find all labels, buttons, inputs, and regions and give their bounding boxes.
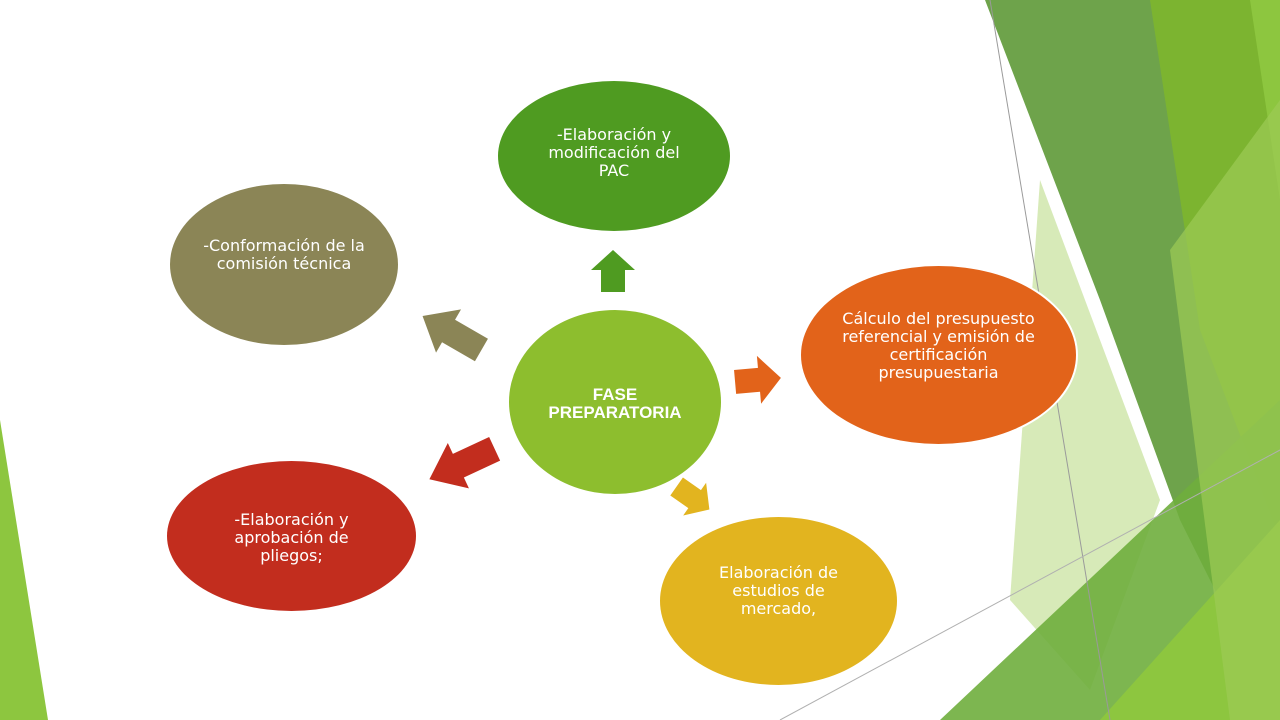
node-pac: -Elaboración y modificación del PAC xyxy=(498,81,730,231)
node-mercado-label: Elaboración de estudios de mercado, xyxy=(719,563,838,618)
node-center: FASE PREPARATORIA xyxy=(509,310,721,494)
node-presupuesto-label: Cálculo del presupuesto referencial y em… xyxy=(842,309,1035,382)
arrow-down-left-icon xyxy=(429,437,501,489)
thin-line-2 xyxy=(779,449,1280,720)
arrow-up-icon xyxy=(591,250,635,292)
center-label: FASE PREPARATORIA xyxy=(548,385,682,422)
node-mercado: Elaboración de estudios de mercado, xyxy=(660,517,897,685)
arrow-up-left-icon xyxy=(422,309,488,362)
node-presupuesto: Cálculo del presupuesto referencial y em… xyxy=(799,264,1078,446)
node-pliegos-label: -Elaboración y aprobación de pliegos; xyxy=(234,510,349,565)
arrow-right-icon xyxy=(734,355,781,404)
node-comision-label: -Conformación de la comisión técnica xyxy=(203,235,365,273)
left-edge-bar xyxy=(0,420,48,720)
node-pliegos: -Elaboración y aprobación de pliegos; xyxy=(167,461,416,611)
arrow-down-right-icon xyxy=(670,477,710,516)
node-pac-label: -Elaboración y modificación del PAC xyxy=(548,125,680,180)
node-comision: -Conformación de la comisión técnica xyxy=(170,184,398,345)
right-sliver xyxy=(1170,100,1280,720)
